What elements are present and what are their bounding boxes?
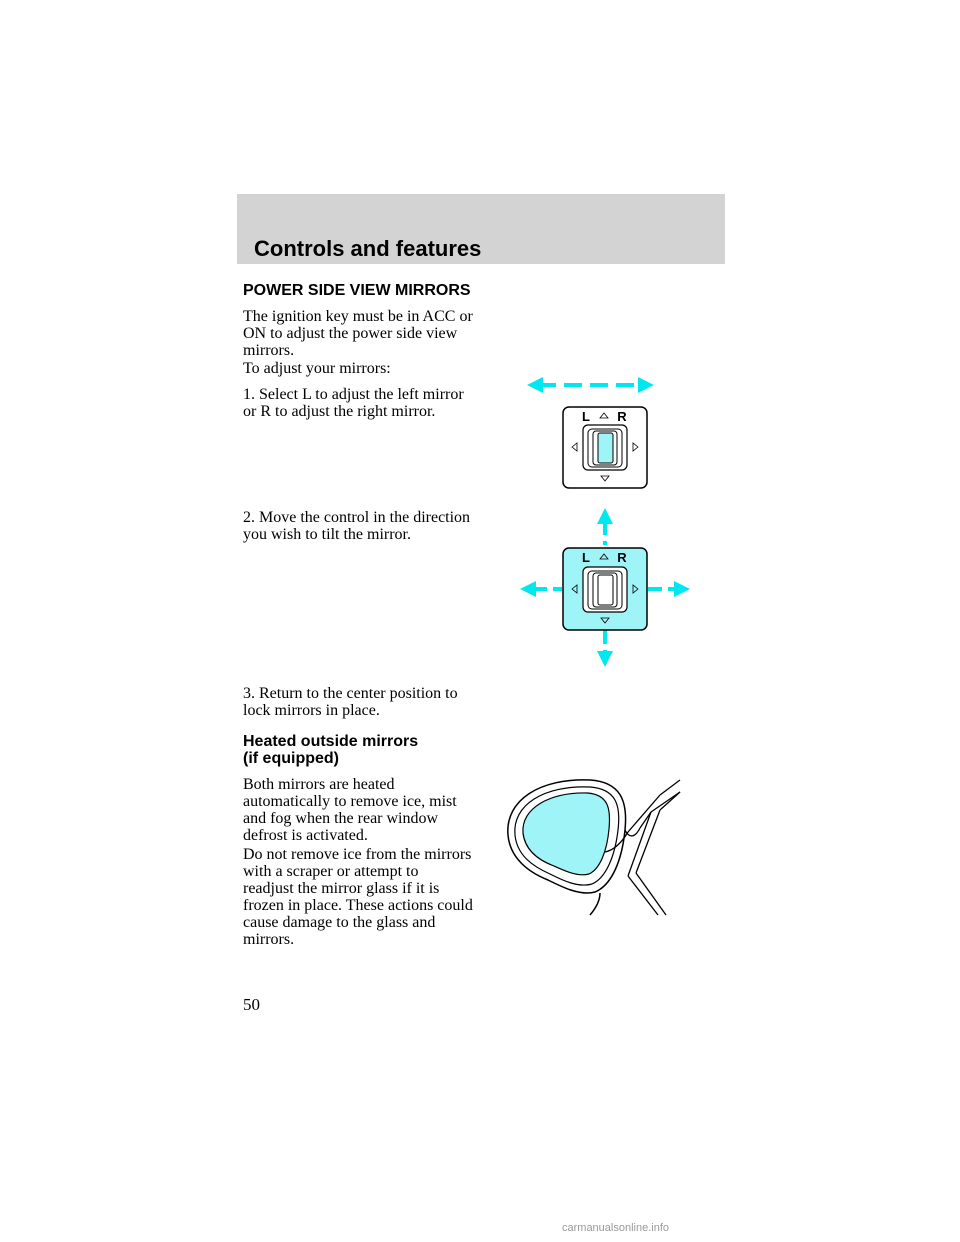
- header-band: Controls and features: [237, 194, 725, 264]
- side-mirror-illustration: [507, 779, 681, 916]
- switch-label-left-2: L: [582, 550, 590, 565]
- heated-paragraph-2: Do not remove ice from the mirrors with …: [243, 846, 473, 948]
- step-2: 2. Move the control in the direction you…: [243, 509, 471, 543]
- heated-paragraph-1: Both mirrors are heated automatically to…: [243, 776, 457, 844]
- heated-title-line2: (if equipped): [243, 750, 339, 767]
- page-number: 50: [243, 995, 260, 1014]
- switch-label-right: R: [617, 409, 627, 424]
- page-title: Controls and features: [254, 236, 482, 261]
- switch-label-left: L: [582, 409, 590, 424]
- watermark: carmanualsonline.info: [562, 1222, 670, 1234]
- heated-title-line1: Heated outside mirrors: [243, 733, 419, 750]
- adjust-lead: To adjust your mirrors:: [243, 360, 391, 377]
- step-3: 3. Return to the center position to lock…: [243, 685, 458, 719]
- double-arrow-horizontal-icon: [527, 377, 654, 393]
- section-title: POWER SIDE VIEW MIRRORS: [243, 282, 471, 299]
- mirror-switch-icon: L R: [562, 406, 648, 489]
- intro-paragraph: The ignition key must be in ACC or ON to…: [243, 308, 473, 359]
- step-1: 1. Select L to adjust the left mirror or…: [243, 386, 464, 420]
- switch-label-right-2: R: [617, 550, 627, 565]
- four-way-arrow-icon: L R: [520, 508, 690, 667]
